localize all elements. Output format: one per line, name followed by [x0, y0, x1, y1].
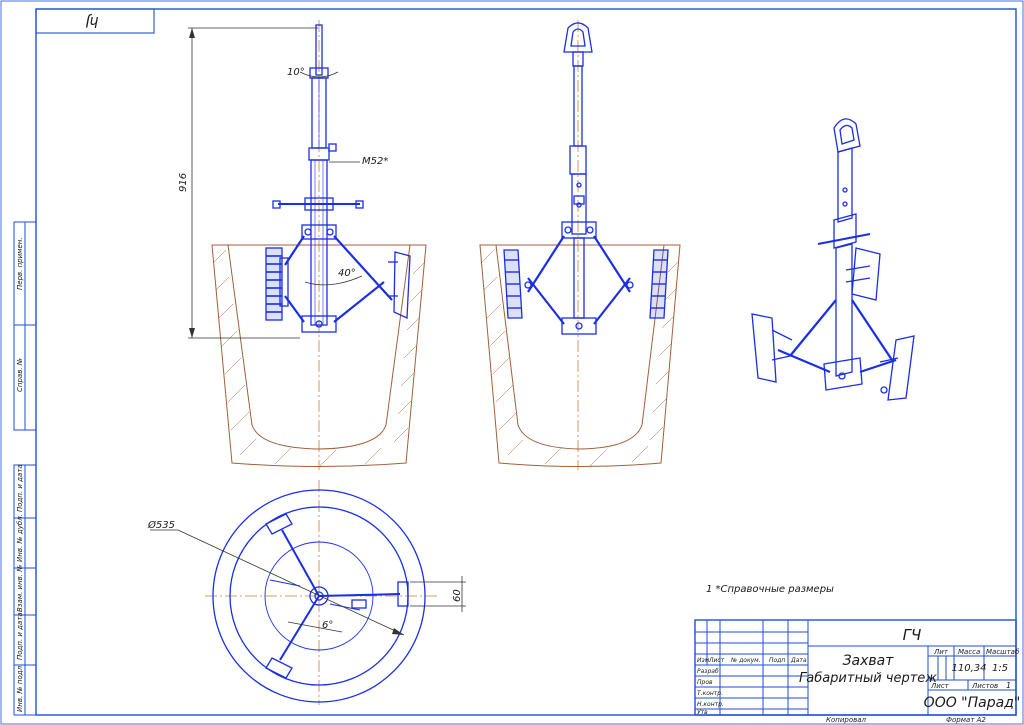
tb-col-list: Лист — [708, 657, 725, 664]
tb-name-line1: Захват — [843, 653, 895, 669]
tb-row-approved: Утв — [697, 709, 708, 716]
tb-scale-value: 1:5 — [992, 663, 1008, 674]
tb-sheet-label: Лист — [930, 682, 950, 690]
stamp-label: Инв. № дубл. — [16, 514, 24, 562]
tb-row-developer: Разраб — [697, 668, 719, 675]
tb-col-izm: Изм — [697, 657, 710, 664]
tb-designation: ГЧ — [903, 626, 922, 644]
dimension-lines — [150, 27, 466, 636]
tb-col-date: Дата — [790, 657, 807, 664]
dimension-arrows — [189, 28, 404, 635]
corner-code: hJ — [85, 13, 98, 29]
jaw-pad-left — [265, 247, 283, 321]
center-lines — [205, 20, 579, 705]
grab-isometric-view — [751, 118, 915, 401]
dim-thread: M52* — [362, 156, 388, 167]
reference-note: 1 *Справочные размеры — [706, 584, 834, 595]
jaw-pads-side — [503, 249, 669, 319]
dim-height: 916 — [178, 173, 189, 192]
tb-row-tcontrol: Т.контр. — [697, 690, 723, 697]
tb-mass-value: 110,34 — [952, 663, 987, 674]
dim-arm-angle: 40° — [338, 268, 356, 279]
vessel-front — [211, 244, 427, 467]
dim-rod-angle: 10° — [287, 67, 305, 78]
tb-sheets-value: 1 — [1006, 681, 1011, 690]
tb-col-doc: № докум. — [730, 657, 761, 664]
stamp-label: Подп. и дата — [16, 612, 24, 660]
tb-col-sign: Подп — [769, 657, 785, 664]
grab-side-view — [524, 22, 634, 335]
tb-company: ООО "Парад" — [924, 695, 1021, 711]
title-block — [694, 619, 1017, 716]
grab-plan-view — [212, 489, 426, 703]
stamp-label: Взам. инв. № — [16, 564, 24, 612]
stamp-label: Справ. № — [16, 358, 24, 392]
tb-row-checked: Пров — [697, 679, 713, 686]
dim-plan-angle: 6° — [322, 620, 333, 631]
tb-copied: Копировал — [826, 716, 867, 724]
vessel-side — [479, 244, 681, 467]
vessel-side-hatch — [481, 249, 680, 467]
tb-scale-label: Масштаб — [986, 648, 1020, 656]
dim-diameter: Ø535 — [147, 519, 175, 531]
tb-sheets-label: Листов — [971, 682, 998, 690]
stamp-label: Перв. примен. — [16, 237, 24, 290]
vessel-front-hatch — [213, 249, 425, 467]
tb-format: Формат А2 — [946, 716, 986, 724]
grab-front-view — [272, 24, 411, 333]
tb-lit-label: Лит — [933, 648, 949, 656]
side-stamp-labels: Перв. примен. Справ. № Подп. и дата Инв.… — [16, 237, 24, 712]
side-stamp-strips — [13, 221, 37, 716]
tb-name-line2: Габаритный чертеж — [799, 671, 937, 686]
dim-width: 60 — [452, 589, 463, 602]
stamp-label: Подп. и дата — [16, 464, 24, 512]
tb-mass-label: Масса — [958, 648, 980, 656]
tb-row-ncontrol: Н.контр. — [697, 701, 724, 708]
stamp-label: Инв. № подл. — [16, 664, 24, 712]
